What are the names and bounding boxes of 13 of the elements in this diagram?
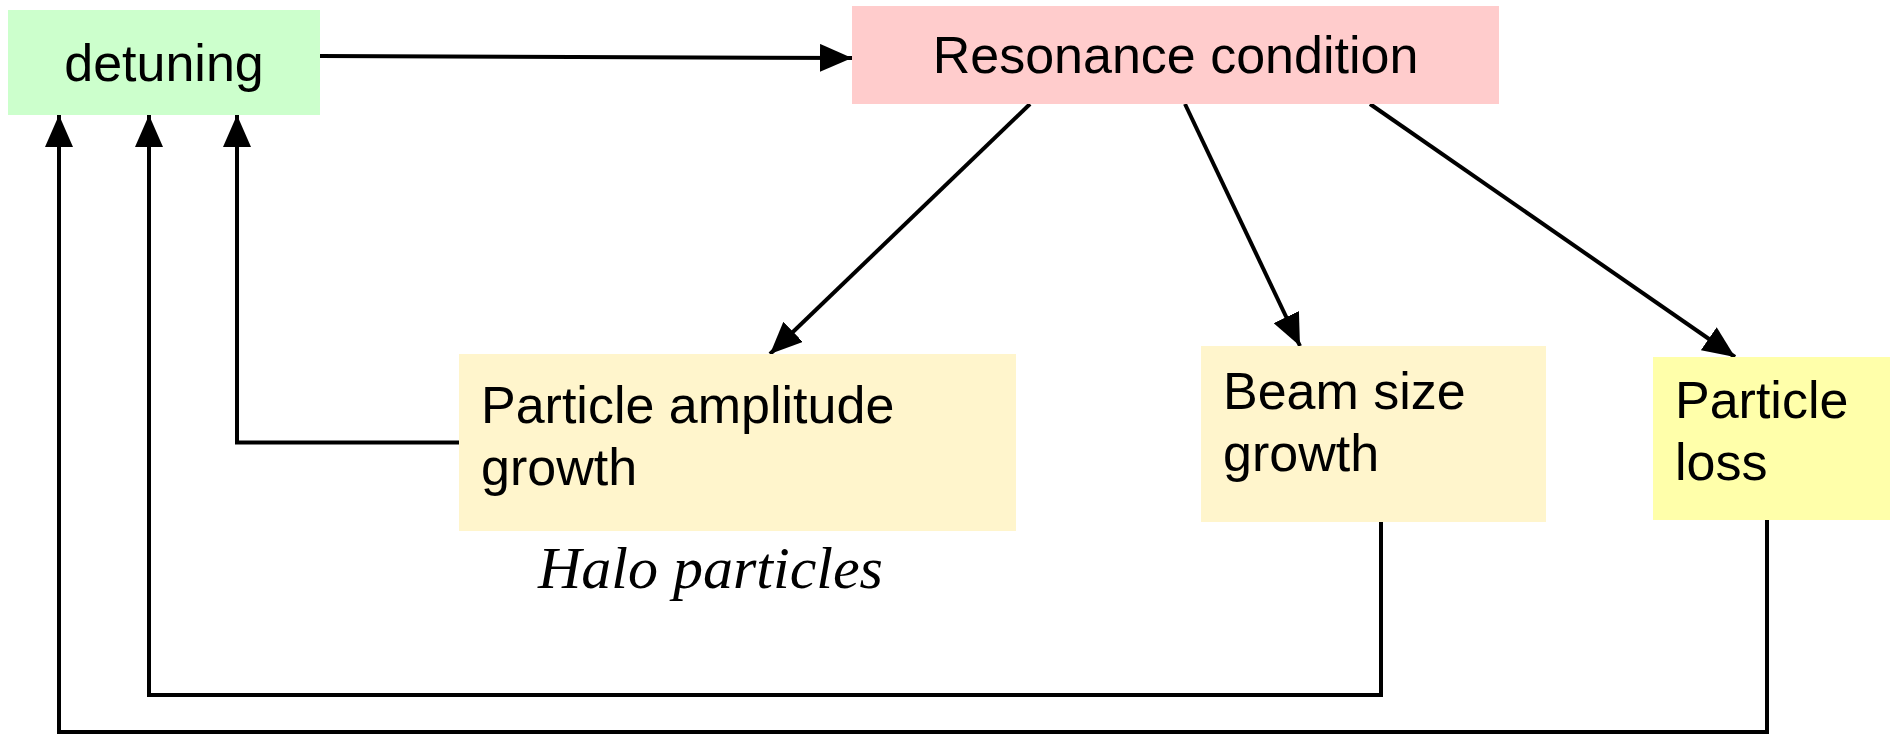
arrow	[135, 115, 1383, 697]
effect-box: Particle amplitude growth	[459, 354, 1016, 531]
arrow	[1183, 103, 1302, 347]
condition-box: Resonance condition	[852, 6, 1499, 104]
arrow	[45, 115, 1769, 734]
label-box: detuning	[8, 10, 320, 115]
effect-box: Particle loss	[1653, 357, 1890, 520]
arrow	[1368, 102, 1737, 359]
effect-box: Beam size growth	[1201, 346, 1546, 522]
arrow	[320, 43, 852, 72]
arrow	[223, 115, 459, 445]
arrow	[768, 102, 1032, 356]
caption-text: Halo particles	[538, 534, 883, 603]
